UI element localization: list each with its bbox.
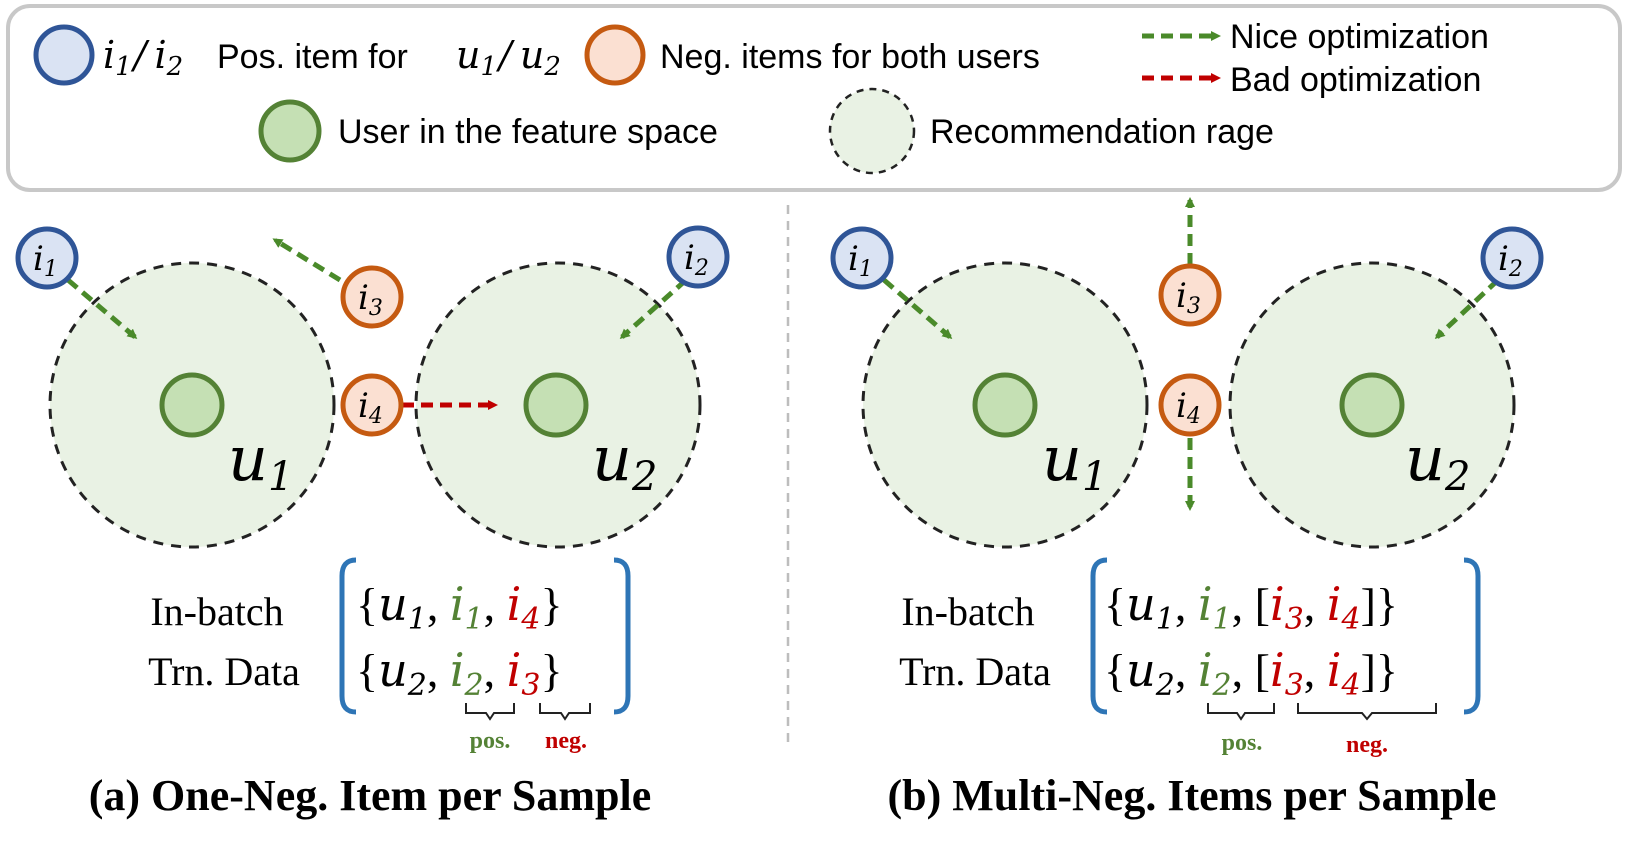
neg-brace-a (539, 703, 591, 721)
pos-tag-a: pos. (470, 728, 511, 754)
matrix-bracket-left-a (339, 557, 357, 715)
arrow-i2-to-u2-b (1434, 278, 1500, 340)
caption-b: (b) Multi-Neg. Items per Sample (888, 771, 1497, 820)
arrow-i1-to-u1-b (882, 278, 953, 339)
arrow-i3-away-a (272, 237, 342, 283)
legend-user-icon (258, 99, 322, 163)
legend-neg-label: Neg. items for both users (660, 38, 1040, 76)
legend-box: i1/i2 Pos. item for u1/u2 Neg. items for… (6, 4, 1622, 192)
item-i3-b (1158, 263, 1222, 327)
batch-label-line1-b: In-batch (901, 589, 1034, 634)
item-i3-a (340, 265, 404, 329)
legend-range-label: Recommendation rage (930, 113, 1274, 151)
item-i2-a (666, 225, 730, 289)
sample-row1-a: {u1, i1, i4} (356, 577, 563, 637)
legend-bad-label: Bad optimization (1230, 61, 1481, 99)
item-i2-label-a: i2 (684, 238, 709, 281)
pos-tag-b: pos. (1222, 730, 1263, 756)
item-i3-label-b: i3 (1176, 276, 1201, 319)
legend-range-icon (828, 87, 916, 175)
item-i2-b (1480, 226, 1544, 290)
pos-brace-a (465, 703, 515, 721)
user-u2-label-b: u2 (1405, 422, 1470, 500)
matrix-bracket-right-a (613, 557, 631, 715)
legend-pos-label: Pos. item for (217, 38, 408, 76)
user-u1-b (972, 372, 1038, 438)
panel-a: u1 u2 i1 i2 i3 i4 In-batch Trn. Data {u1… (15, 225, 730, 820)
sample-row2-a: {u2, i2, i3} (356, 643, 563, 703)
user-u2-label-a: u2 (592, 422, 657, 500)
item-i4-label-b: i4 (1176, 386, 1201, 429)
neg-tag-b: neg. (1346, 732, 1388, 758)
neg-brace-b (1297, 703, 1437, 721)
item-i3-label-a: i3 (358, 278, 383, 321)
matrix-bracket-right-b (1463, 557, 1481, 715)
item-i1-b (830, 226, 894, 290)
item-i1-label-a: i1 (33, 239, 58, 282)
item-i1-label-b: i1 (848, 239, 873, 282)
caption-a: (a) One-Neg. Item per Sample (89, 771, 652, 820)
user-u1-label-a: u1 (228, 422, 293, 500)
item-i2-label-b: i2 (1498, 239, 1523, 282)
legend-user-label: User in the feature space (338, 113, 718, 151)
pos-brace-b (1207, 703, 1275, 721)
arrow-i2-to-u2-a (619, 278, 688, 339)
user-u2-b (1339, 372, 1405, 438)
user-u1-label-b: u1 (1042, 422, 1107, 500)
sample-row2-b: {u2, i2, [i3, i4]} (1104, 643, 1398, 703)
matrix-bracket-left-b (1090, 557, 1108, 715)
legend-nice-label: Nice optimization (1230, 18, 1489, 56)
item-i4-label-a: i4 (358, 386, 383, 429)
panel-b: u1 u2 i1 i2 i3 i4 In-batch Trn. Data {u1… (830, 197, 1544, 820)
item-i1-a (15, 226, 79, 290)
item-i4-a (340, 373, 404, 437)
batch-label-line2-a: Trn. Data (148, 649, 300, 694)
batch-label-line2-b: Trn. Data (899, 649, 1051, 694)
user-u1-a (159, 372, 225, 438)
legend-pos-item-icon (33, 24, 95, 86)
legend-neg-item-icon (584, 24, 646, 86)
arrow-i1-to-u1-a (66, 278, 138, 339)
neg-tag-a: neg. (545, 728, 587, 754)
sample-row1-b: {u1, i1, [i3, i4]} (1104, 577, 1398, 637)
legend-pos-users-math: u1/u2 (456, 33, 561, 82)
legend-pos-math: i1/i2 (103, 33, 183, 82)
batch-label-line1-a: In-batch (150, 589, 283, 634)
item-i4-b (1158, 373, 1222, 437)
user-u2-a (523, 372, 589, 438)
